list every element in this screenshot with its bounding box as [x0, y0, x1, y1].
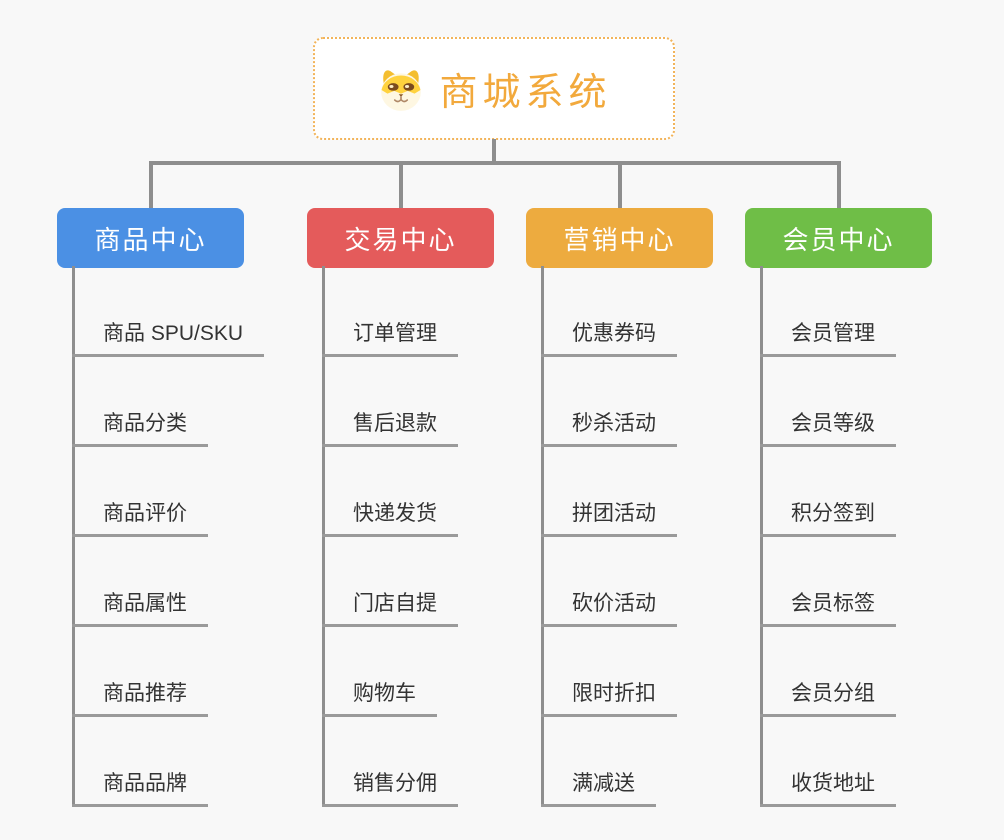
- subtopic-node[interactable]: 购物车: [322, 681, 437, 717]
- shiba-dog-icon: [376, 66, 426, 112]
- subtopic-node[interactable]: 商品属性: [72, 591, 208, 627]
- subtopic-node[interactable]: 会员标签: [760, 591, 896, 627]
- subtopic-node[interactable]: 会员等级: [760, 411, 896, 447]
- subtopic-node[interactable]: 商品评价: [72, 501, 208, 537]
- subtopic-node[interactable]: 砍价活动: [541, 591, 677, 627]
- branch-node-member-center[interactable]: 会员中心: [745, 208, 932, 268]
- connector-drop-member: [837, 161, 841, 208]
- subtopic-node[interactable]: 会员管理: [760, 321, 896, 357]
- root-title: 商城系统: [439, 72, 612, 114]
- branch-node-marketing-center[interactable]: 营销中心: [526, 208, 713, 268]
- connector-horizontal-bar: [149, 161, 841, 165]
- connector-root-stub: [492, 139, 496, 162]
- subtopic-node[interactable]: 拼团活动: [541, 501, 677, 537]
- subtopic-node[interactable]: 快递发货: [322, 501, 458, 537]
- branch-node-product-center[interactable]: 商品中心: [57, 208, 244, 268]
- subtopic-node[interactable]: 门店自提: [322, 591, 458, 627]
- subtopic-node[interactable]: 优惠券码: [541, 321, 677, 357]
- subtopic-node[interactable]: 收货地址: [760, 771, 896, 807]
- subtopic-node[interactable]: 销售分佣: [322, 771, 458, 807]
- connector-drop-product: [149, 161, 153, 208]
- subtopic-node[interactable]: 满减送: [541, 771, 656, 807]
- subtopic-node[interactable]: 商品推荐: [72, 681, 208, 717]
- subtopic-node[interactable]: 秒杀活动: [541, 411, 677, 447]
- branch-node-trade-center[interactable]: 交易中心: [307, 208, 494, 268]
- subtopic-node[interactable]: 商品分类: [72, 411, 208, 447]
- connector-drop-trade: [399, 161, 403, 208]
- subtopic-node[interactable]: 商品 SPU/SKU: [72, 321, 265, 357]
- subtopic-node[interactable]: 积分签到: [760, 501, 896, 537]
- subtopic-node[interactable]: 会员分组: [760, 681, 896, 717]
- subtopic-node[interactable]: 订单管理: [322, 321, 458, 357]
- subtopic-node[interactable]: 售后退款: [322, 411, 458, 447]
- subtopic-node[interactable]: 限时折扣: [541, 681, 677, 717]
- subtopic-node[interactable]: 商品品牌: [72, 771, 208, 807]
- connector-drop-marketing: [618, 161, 622, 208]
- root-node[interactable]: 商城系统: [313, 37, 675, 140]
